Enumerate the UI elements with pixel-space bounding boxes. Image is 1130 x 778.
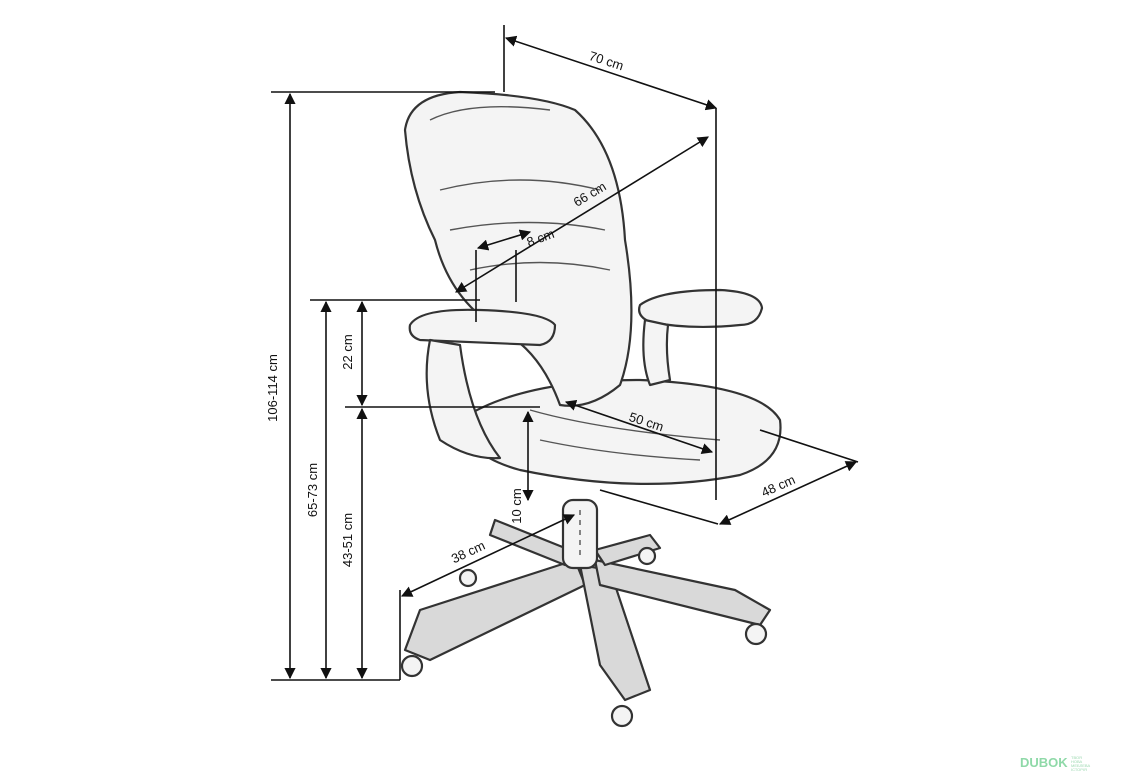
dim-line-base-radius	[400, 514, 576, 597]
armrest-right	[638, 288, 764, 329]
dim-line-armrest-width	[476, 229, 532, 251]
caster-front	[610, 704, 634, 728]
caster-left	[400, 654, 424, 678]
armrest-left-support	[425, 338, 502, 460]
caster-right	[744, 622, 768, 646]
base-leg-back-left	[488, 518, 572, 567]
base-leg-back-right	[593, 533, 662, 567]
caster-back-right	[637, 546, 657, 566]
label-total-height: 106-114 cm	[265, 354, 280, 422]
watermark-tagline-2: НОВА	[1071, 759, 1083, 764]
dim-line-width	[504, 35, 718, 111]
dimension-lines	[271, 25, 859, 681]
watermark-logo: DUBOK	[1020, 755, 1068, 770]
label-armrest-above-seat: 22 cm	[340, 334, 355, 369]
base-leg-left	[403, 558, 587, 662]
base-leg-right	[593, 558, 772, 627]
watermark-tagline-4: ІСТОРІЯ	[1071, 767, 1087, 772]
dim-line-seat-depth	[564, 399, 714, 455]
seat	[458, 378, 782, 485]
label-base-radius: 38 cm	[449, 538, 487, 567]
label-seat-width: 48 cm	[759, 472, 797, 500]
watermark: DUBOK ТВОЯ НОВА МЕБЛЕВА ІСТОРІЯ	[1020, 755, 1090, 772]
label-armrest-height: 65-73 cm	[305, 463, 320, 517]
dim-line-seat-width	[718, 461, 858, 525]
armrest-left	[408, 308, 557, 347]
caster-back-left	[458, 568, 478, 588]
watermark-tagline-3: МЕБЛЕВА	[1071, 763, 1090, 768]
dim-line-depth	[455, 136, 709, 293]
armrest-right-support	[642, 318, 672, 387]
label-width: 70 cm	[587, 48, 625, 73]
watermark-tagline-1: ТВОЯ	[1071, 755, 1082, 760]
label-seat-height: 43-51 cm	[340, 513, 355, 567]
label-seat-adjust: 10 cm	[509, 488, 524, 523]
